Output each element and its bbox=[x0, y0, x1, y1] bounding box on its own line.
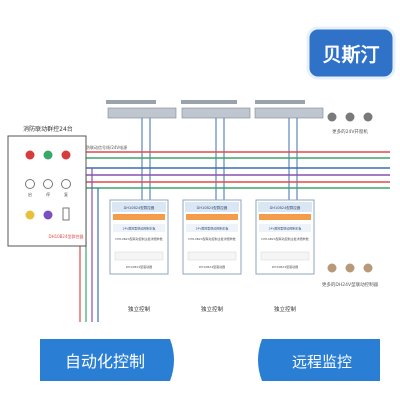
dot bbox=[345, 263, 355, 273]
panel-title: 消防联动群控24台 bbox=[23, 125, 73, 133]
brand-logo: 贝斯汀 bbox=[306, 26, 396, 80]
bus-label: 消防联动信号线/24V电源 bbox=[82, 144, 127, 150]
fire-linkage-panel: 消防联动群控24台 启 停 复 DH10B24型群控器 bbox=[7, 125, 87, 247]
label-start: 启 bbox=[28, 191, 32, 197]
dot bbox=[345, 112, 355, 122]
controller-caption: 独立控制 bbox=[128, 305, 151, 313]
indicator-yellow bbox=[25, 210, 35, 220]
label-stop: 停 bbox=[46, 191, 50, 197]
controller-board bbox=[259, 224, 311, 232]
controller-caption: 独立控制 bbox=[201, 305, 224, 313]
remote-monitor-button[interactable] bbox=[258, 339, 380, 381]
auto-control-button[interactable] bbox=[40, 339, 174, 381]
controller-frame bbox=[255, 199, 315, 275]
controller-header-label: DH10B24型群控器 bbox=[124, 205, 155, 210]
controller-device-label: DH10B24型驱动器 bbox=[272, 264, 298, 269]
key-switch bbox=[62, 207, 70, 221]
brand-badge bbox=[306, 26, 396, 80]
window-opener-cap-1 bbox=[106, 100, 156, 104]
window-opener-1 bbox=[107, 107, 177, 119]
controller-unit-2: DH10B24型群控器 24V群控型联动控制主板 DH10B24型联动控制主板详… bbox=[182, 199, 242, 313]
terminal-strip bbox=[259, 214, 311, 220]
button-reset bbox=[61, 179, 71, 189]
controller-board bbox=[113, 224, 165, 232]
brand-text: 贝斯汀 bbox=[322, 43, 379, 66]
indicator-red bbox=[25, 150, 35, 160]
more-openers-label: 更多的24V开窗机 bbox=[332, 128, 368, 135]
bus-lines bbox=[80, 151, 390, 189]
controller-frame bbox=[109, 199, 169, 275]
controller-frame bbox=[182, 199, 242, 275]
dot bbox=[363, 112, 373, 122]
controller-header-label: DH10B24型群控器 bbox=[270, 205, 301, 210]
button-stop bbox=[43, 179, 53, 189]
controller-board-title: 24V群控型联动控制主板 bbox=[123, 226, 156, 231]
terminal-strip bbox=[113, 214, 165, 220]
controller-board-title: 24V群控型联动控制主板 bbox=[196, 226, 229, 231]
controller-board-desc: DH10B24型联动控制主板详细参数 bbox=[115, 236, 162, 241]
controller-header bbox=[112, 202, 166, 212]
controller-board-title: 24V群控型联动控制主板 bbox=[269, 226, 302, 231]
button-start bbox=[25, 179, 35, 189]
dot bbox=[327, 263, 337, 273]
window-opener-cap-3 bbox=[255, 100, 305, 104]
indicator-red-2 bbox=[61, 150, 71, 160]
panel-footer: DH10B24型群控器 bbox=[48, 233, 83, 239]
controller-board bbox=[186, 224, 238, 232]
controller-device-label: DH10B24型驱动器 bbox=[199, 264, 225, 269]
more-openers-indicator: 更多的24V开窗机 bbox=[327, 112, 373, 135]
more-controllers-indicator: 更多的DH24V型联动控制器 bbox=[322, 263, 379, 288]
window-opener-3 bbox=[254, 107, 324, 119]
terminal-strip bbox=[186, 214, 238, 220]
auto-control-label: 自动化控制 bbox=[65, 352, 145, 371]
controller-caption: 独立控制 bbox=[274, 305, 297, 313]
controller-header bbox=[185, 202, 239, 212]
window-opener-2 bbox=[181, 107, 251, 119]
indicator-purple bbox=[43, 210, 53, 220]
remote-monitor-label: 远程监控 bbox=[292, 353, 352, 371]
controller-header bbox=[258, 202, 312, 212]
controller-unit-3: DH10B24型群控器 24V群控型联动控制主板 DH10B24型联动控制主板详… bbox=[255, 199, 315, 313]
indicator-green bbox=[43, 150, 53, 160]
drop-wires bbox=[141, 118, 298, 200]
controller-device-label: DH10B24型驱动器 bbox=[126, 264, 152, 269]
controller-board-desc: DH10B24型联动控制主板详细参数 bbox=[261, 236, 308, 241]
controller-board-desc: DH10B24型联动控制主板详细参数 bbox=[188, 236, 235, 241]
bottom-actions: 自动化控制 远程监控 bbox=[40, 339, 380, 381]
window-opener-cap-2 bbox=[181, 100, 237, 104]
controller-barcode bbox=[187, 251, 237, 261]
dot bbox=[327, 112, 337, 122]
controller-unit-1: DH10B24型群控器 24V群控型联动控制主板 DH10B24型联动控制主板详… bbox=[109, 199, 169, 313]
window-openers bbox=[106, 100, 324, 119]
label-reset: 复 bbox=[64, 191, 68, 197]
more-controllers-label: 更多的DH24V型联动控制器 bbox=[322, 281, 379, 288]
controller-barcode bbox=[260, 251, 310, 261]
controller-barcode bbox=[114, 251, 164, 261]
controller-header-label: DH10B24型群控器 bbox=[197, 205, 228, 210]
dot bbox=[363, 263, 373, 273]
